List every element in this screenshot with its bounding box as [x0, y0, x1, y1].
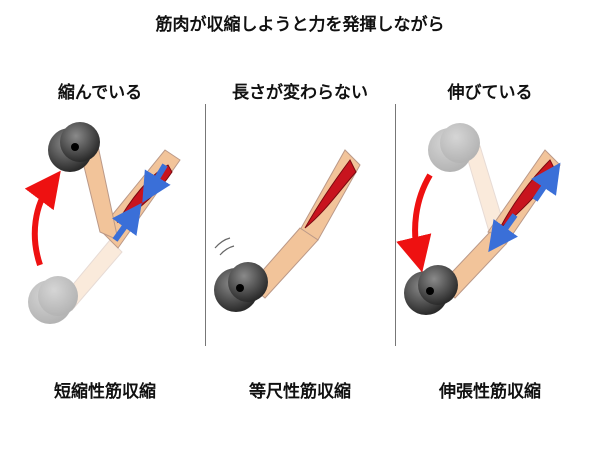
panel-label-concentric: 短縮性筋収縮	[54, 382, 156, 402]
divider	[395, 104, 396, 346]
panel-heading-isometric: 長さが変わらない	[232, 83, 368, 103]
isometric-arm	[214, 149, 361, 312]
panel-label-isometric: 等尺性筋収縮	[249, 382, 351, 402]
curved-arrow-up-icon	[24, 170, 61, 266]
curved-arrow-down-icon	[396, 173, 433, 273]
faded-arm-start	[28, 239, 123, 324]
panel-label-eccentric: 伸張性筋収縮	[439, 382, 541, 402]
panel-heading-eccentric: 伸びている	[447, 83, 533, 103]
faded-arm-start	[428, 123, 509, 239]
shake-lines-icon	[214, 237, 235, 256]
diagram-title: 筋肉が収縮しようと力を発揮しながら	[155, 15, 445, 35]
divider	[205, 104, 206, 346]
concentric-arm	[24, 122, 181, 324]
panel-heading-concentric: 縮んでいる	[57, 83, 143, 103]
eccentric-arm	[396, 123, 561, 315]
